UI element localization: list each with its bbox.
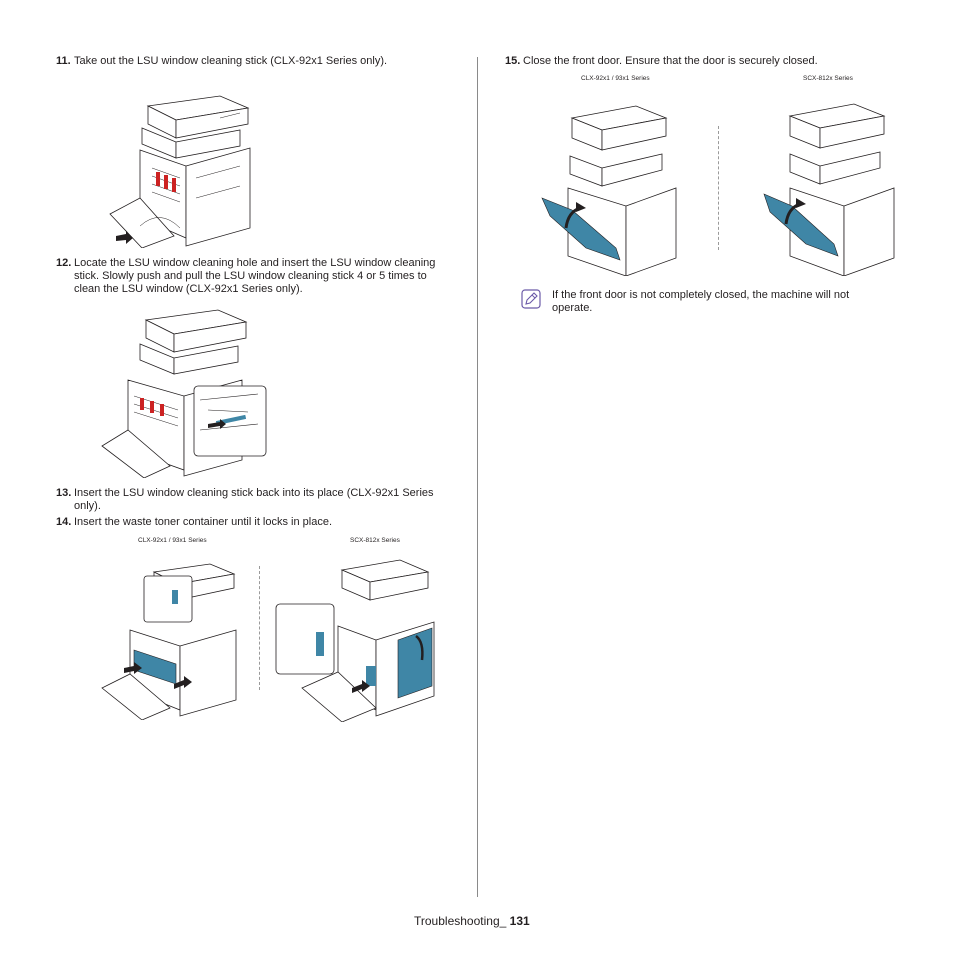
step-text: Close the front door. Ensure that the do… [523,55,818,67]
step-number: 13. [56,487,72,499]
step-text: Insert the waste toner container until i… [74,516,333,528]
step-text: Locate the LSU window cleaning hole and … [74,257,436,295]
step-13: 13. Insert the LSU window cleaning stick… [56,487,456,513]
step-number: 12. [56,257,72,269]
step-number: 11. [56,55,71,67]
printer-clean-lsu-illustration [101,309,267,478]
caption-clx-series: CLX-92x1 / 93x1 Series [581,75,650,82]
step-11: 11. Take out the LSU window cleaning sti… [56,55,456,68]
step-number: 14. [56,516,72,528]
printer-close-door-scx-illustration [763,103,895,276]
front-door-blue [541,197,621,261]
arrow-icon [116,231,133,244]
arrow-icon [576,202,586,212]
detail-inset [143,575,193,623]
step-15: 15. Close the front door. Ensure that th… [505,55,905,68]
front-door-blue [763,193,839,257]
step-14: 14. Insert the waste toner container unt… [56,516,456,529]
step-12: 12. Locate the LSU window cleaning hole … [56,257,456,296]
arrow-icon [208,419,226,429]
step-number: 15. [505,55,521,67]
step-text: Take out the LSU window cleaning stick (… [74,55,388,67]
dashed-separator [718,126,719,250]
printer-remove-stick-illustration [109,95,251,248]
note-text: If the front door is not completely clos… [552,289,850,314]
arrow-icon [124,662,142,674]
arrow-icon [174,676,192,689]
caption-scx-series: SCX-812x Series [803,75,853,82]
printer-close-door-clx-illustration [541,105,677,276]
dashed-separator [259,566,260,690]
caption-clx-series: CLX-92x1 / 93x1 Series [138,537,207,544]
arrow-icon [352,680,370,693]
column-divider [477,57,478,897]
page-number: 131 [509,914,530,928]
note-pencil-icon [521,289,541,309]
printer-waste-toner-scx-illustration [275,559,435,722]
footer-section: Troubleshooting_ [414,914,507,928]
printer-waste-toner-clx-illustration [101,563,237,720]
page-footer: Troubleshooting_ 131 [414,914,530,928]
front-door-blue [397,627,433,699]
arrow-icon [796,198,806,208]
detail-inset [275,603,335,675]
step-text: Insert the LSU window cleaning stick bac… [74,487,434,512]
caption-scx-series: SCX-812x Series [350,537,400,544]
